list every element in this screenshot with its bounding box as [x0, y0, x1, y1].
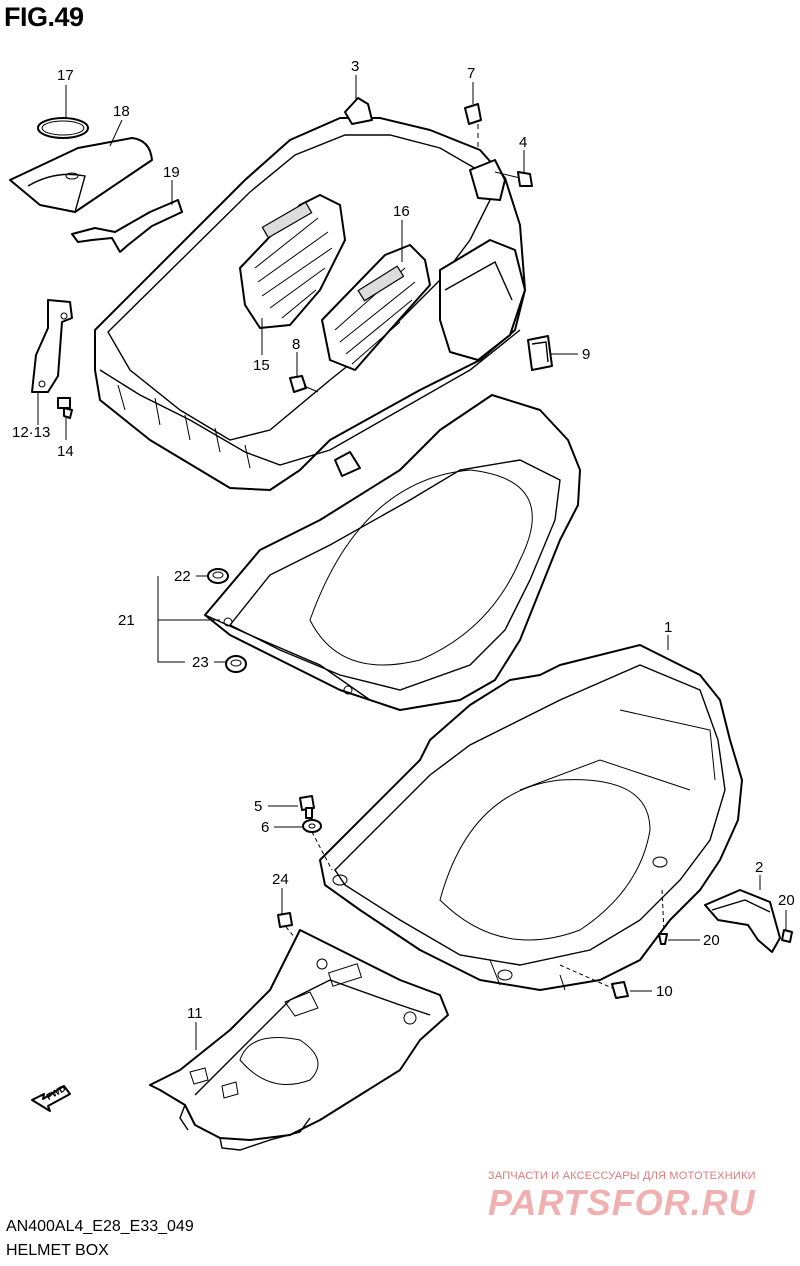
callout-16: 16 [393, 203, 410, 220]
helmet-box-upper [94, 97, 526, 491]
callout-1: 1 [664, 619, 672, 636]
figure-name: HELMET BOX [6, 1242, 109, 1259]
part-19-lever [71, 199, 183, 253]
callout-17: 17 [57, 67, 74, 84]
part-20-screw-b [781, 929, 793, 943]
part-24-screw [277, 912, 301, 945]
callout-23: 23 [192, 654, 209, 671]
callout-2: 2 [755, 859, 763, 876]
callout-15: 15 [253, 357, 270, 374]
callout-3: 3 [351, 58, 359, 75]
callout-5: 5 [254, 798, 262, 815]
callout-20-b: 20 [703, 932, 720, 949]
callout-24: 24 [272, 871, 289, 888]
callout-6: 6 [261, 819, 269, 836]
part-18-lid [9, 137, 153, 213]
part-10-nut [559, 964, 629, 999]
part-6-washer [302, 819, 322, 833]
callout-4: 4 [519, 134, 527, 151]
leader-lines [37, 75, 787, 1050]
watermark-brand: PARTSFOR.RU [488, 1182, 756, 1223]
part-14-bolt [57, 397, 73, 419]
part-20-screw-a [658, 889, 668, 945]
callout-7: 7 [467, 65, 475, 82]
callout-19: 19 [163, 164, 180, 181]
fwd-arrow: FWD [31, 1083, 71, 1112]
part-9-clip [527, 335, 553, 371]
callout-10: 10 [656, 983, 673, 1000]
watermark-caption: ЗАПЧАСТИ И АКСЕССУАРЫ ДЛЯ МОТОТЕХНИКИ [488, 1170, 756, 1182]
part-12-13-bracket [31, 299, 73, 393]
part-2-cover [704, 889, 781, 953]
figure-title: FIG.49 [4, 2, 84, 32]
callout-8: 8 [292, 336, 300, 353]
part-21-liner [204, 394, 581, 711]
figure-code: AN400AL4_E28_E33_049 [6, 1218, 194, 1235]
part-23-grommet [225, 655, 247, 673]
callout-18: 18 [113, 103, 130, 120]
part-8-screw [289, 375, 319, 393]
callout-21: 21 [118, 612, 135, 629]
callout-9: 9 [582, 346, 590, 363]
callout-20-a: 20 [778, 892, 795, 909]
part-1-lower-box [319, 644, 743, 991]
callout-12-13: 12·13 [12, 424, 50, 441]
part-5-bolt [299, 795, 315, 819]
callout-11: 11 [187, 1005, 203, 1022]
part-17-ring [37, 117, 89, 139]
callout-14: 14 [57, 443, 74, 460]
callout-22: 22 [174, 568, 191, 585]
part-22-grommet [207, 568, 229, 584]
callout-labels: 17 18 19 3 7 4 16 15 8 9 12·13 14 22 21 … [12, 58, 795, 1022]
part-4-screw [494, 171, 533, 187]
part-11-undercover [149, 929, 449, 1151]
